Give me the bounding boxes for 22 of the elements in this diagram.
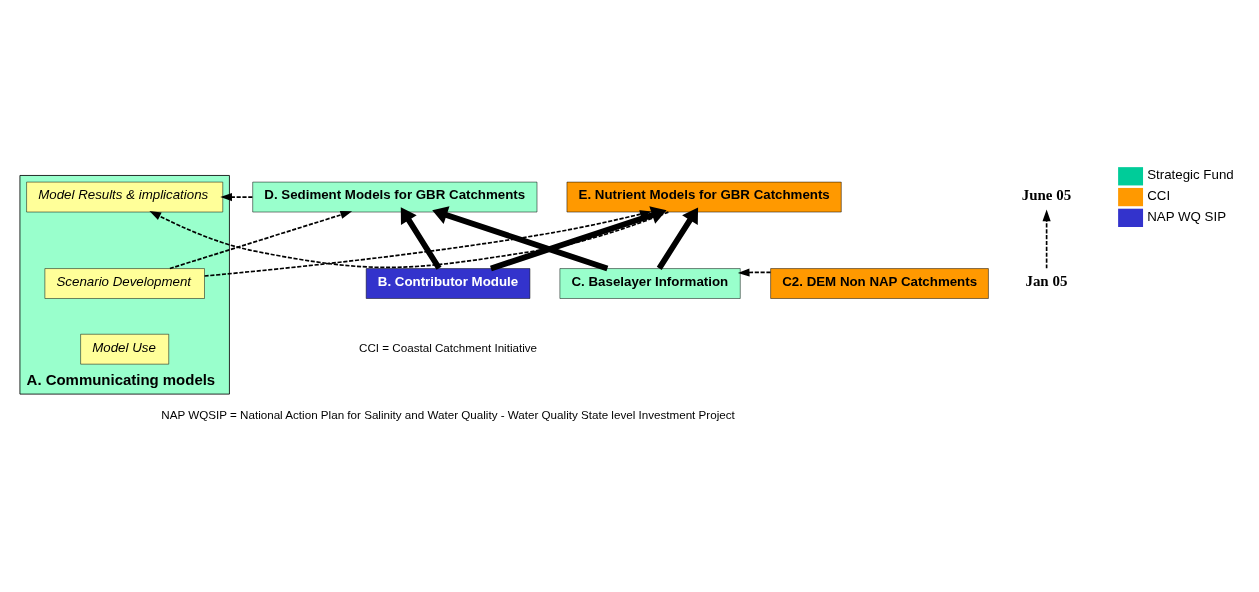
- node-text: June 05: [1021, 186, 1072, 203]
- arrow: [737, 268, 772, 277]
- arrow: [400, 207, 442, 270]
- node-box: C2. DEM Non NAP Catchments: [770, 268, 989, 299]
- label: NAP WQSIP = National Action Plan for Salinity and Water Quality - Water Quality State level Investment Project: [161, 407, 735, 421]
- node-box: D. Sediment Models for GBR Catchments: [252, 181, 538, 213]
- legend-label: Strategic Fund: [1147, 167, 1234, 183]
- arrow: [169, 210, 353, 270]
- legend-label: NAP WQ SIP: [1147, 209, 1227, 225]
- node-box: Scenario Development: [44, 268, 205, 299]
- node-box: E. Nutrient Models for GBR Catchments: [566, 181, 842, 213]
- arrow: [220, 193, 254, 202]
- label: CCI = Coastal Catchment Initiative: [359, 341, 538, 355]
- node-box: Model Results & implications: [26, 181, 223, 213]
- arrow: [490, 206, 667, 272]
- node-box: C. Baselayer Information: [559, 268, 741, 299]
- node-text: Jan 05: [1025, 273, 1068, 290]
- node-box: B. Contributor Module: [365, 268, 531, 299]
- arrow: [656, 207, 699, 270]
- node-box: Model Use: [80, 334, 169, 365]
- arrow: [1042, 209, 1051, 270]
- legend-label: CCI: [1147, 188, 1171, 204]
